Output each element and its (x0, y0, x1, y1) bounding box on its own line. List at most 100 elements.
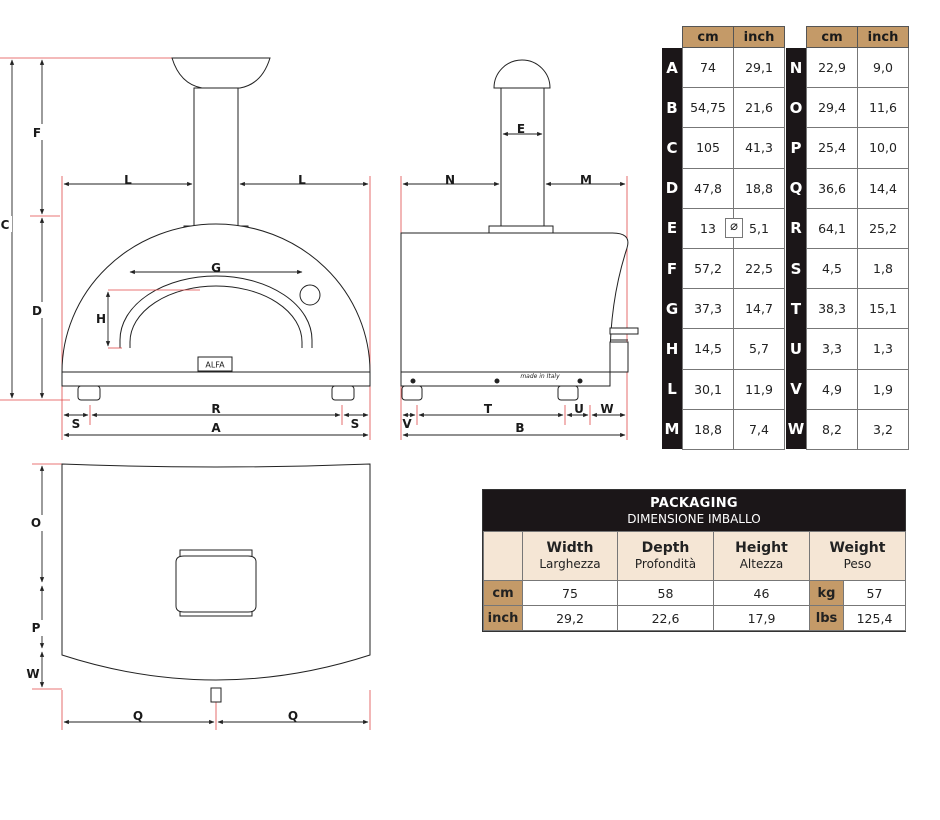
dimension-letter: N (786, 47, 807, 88)
dimension-inch: 9,0 (857, 46, 909, 89)
packaging-weight-kg: 57 (842, 580, 907, 606)
dim-label-V: V (402, 417, 412, 431)
front-view: ALFA (61, 57, 371, 401)
dim-label-C: C (1, 218, 10, 232)
column-gap (784, 328, 786, 369)
row-unit-kg: kg (809, 580, 844, 606)
dimension-letter: P (786, 127, 807, 169)
column-gap (784, 369, 786, 410)
column-gap (784, 168, 786, 209)
made-in-italy-label: made in Italy (520, 373, 560, 380)
dimension-inch: 11,6 (857, 87, 909, 129)
dimension-cm: 36,6 (806, 167, 858, 209)
alfa-badge (197, 356, 233, 372)
dimension-cm: 74 (682, 46, 734, 89)
side-chimney-pipe (500, 87, 545, 227)
dim-label-Q-right: Q (288, 709, 298, 723)
packaging-subtitle: DIMENSIONE IMBALLO (627, 512, 761, 526)
dimension-letter: M (662, 409, 683, 450)
dimension-letter: H (662, 328, 683, 369)
dimension-inch: 7,4 (733, 408, 785, 450)
oven-dome (61, 223, 371, 387)
dim-label-B: B (515, 421, 524, 435)
packaging-corner (483, 531, 523, 581)
dimension-letter: W (786, 409, 807, 450)
dimension-letter: E (662, 208, 683, 249)
oven-mouth (119, 275, 313, 348)
dimension-cm: 25,4 (806, 127, 858, 169)
dim-label-R: R (211, 402, 220, 416)
dimension-letter: O (786, 87, 807, 128)
column-gap (784, 47, 786, 88)
dimension-letters: C F D L L G H R A S S E N M T B V U W O … (0, 122, 614, 723)
dimension-letter: R (786, 208, 807, 249)
oven-technical-drawing: ALFA made in Italy (0, 57, 639, 730)
dimension-inch: 15,1 (857, 288, 909, 330)
dim-label-G: G (211, 261, 221, 275)
packaging-header: PACKAGING DIMENSIONE IMBALLO (483, 490, 905, 531)
dimension-cm: 3,3 (806, 328, 858, 370)
dim-label-L-right: L (298, 173, 306, 187)
dimension-inch: 29,1 (733, 46, 785, 89)
dimension-cm: 47,8 (682, 167, 734, 209)
dimension-lines (9, 59, 626, 725)
dimension-letter: G (662, 288, 683, 329)
chimney-cap (171, 57, 271, 89)
unit-header-cm-right: cm (806, 26, 858, 48)
dimension-cm: 29,4 (806, 87, 858, 129)
side-foot-right (557, 385, 579, 401)
dimension-cm: 105 (682, 127, 734, 169)
dim-label-T: T (484, 402, 493, 416)
dimension-letter: D (662, 168, 683, 209)
dimension-inch: 1,9 (857, 368, 909, 410)
dimension-cm: 64,1 (806, 207, 858, 249)
side-body (400, 232, 629, 387)
top-chimney (175, 555, 257, 613)
dimension-cm: 38,3 (806, 288, 858, 330)
dim-label-H: H (96, 312, 106, 326)
dim-label-L-left: L (124, 173, 132, 187)
dimension-cm: 30,1 (682, 368, 734, 410)
dim-label-S-right: S (351, 417, 360, 431)
dimension-inch: 14,4 (857, 167, 909, 209)
row-unit-inch: inch (483, 605, 523, 631)
column-gap (784, 87, 786, 128)
column-gap (784, 127, 786, 169)
dim-label-Q-left: Q (133, 709, 143, 723)
unit-header-inch-left: inch (733, 26, 785, 48)
dimension-cm: 57,2 (682, 247, 734, 290)
alfa-badge-text: ALFA (205, 361, 225, 370)
dimension-cm: 4,5 (806, 247, 858, 290)
dimension-inch: 5,1⌀ (725, 207, 785, 249)
dimension-cm: 22,9 (806, 46, 858, 89)
dim-label-U: U (574, 402, 584, 416)
foot-right (331, 385, 355, 401)
packaging-row-imperial: inch 29,2 22,6 17,9 lbs 125,4 (483, 605, 907, 631)
dimension-inch: 11,9 (733, 368, 785, 410)
dimension-cm: 4,9 (806, 368, 858, 410)
dimension-letter: V (786, 369, 807, 410)
packaging-width-cm: 75 (522, 580, 618, 606)
dimension-inch: 41,3 (733, 127, 785, 169)
diameter-icon: ⌀ (725, 218, 743, 239)
dimension-letter: L (662, 369, 683, 410)
dim-label-O: O (31, 516, 41, 530)
guide-lines (0, 57, 628, 730)
dim-label-E: E (517, 122, 525, 136)
chimney-pipe (193, 87, 239, 227)
column-gap (784, 288, 786, 329)
side-chimney-cap (493, 59, 551, 89)
packaging-row-metric: cm 75 58 46 kg 57 (483, 580, 907, 606)
dimension-inch: 5,7 (733, 328, 785, 370)
dimension-inch: 18,8 (733, 167, 785, 209)
dim-label-M: M (580, 173, 592, 187)
packaging-depth-cm: 58 (617, 580, 714, 606)
